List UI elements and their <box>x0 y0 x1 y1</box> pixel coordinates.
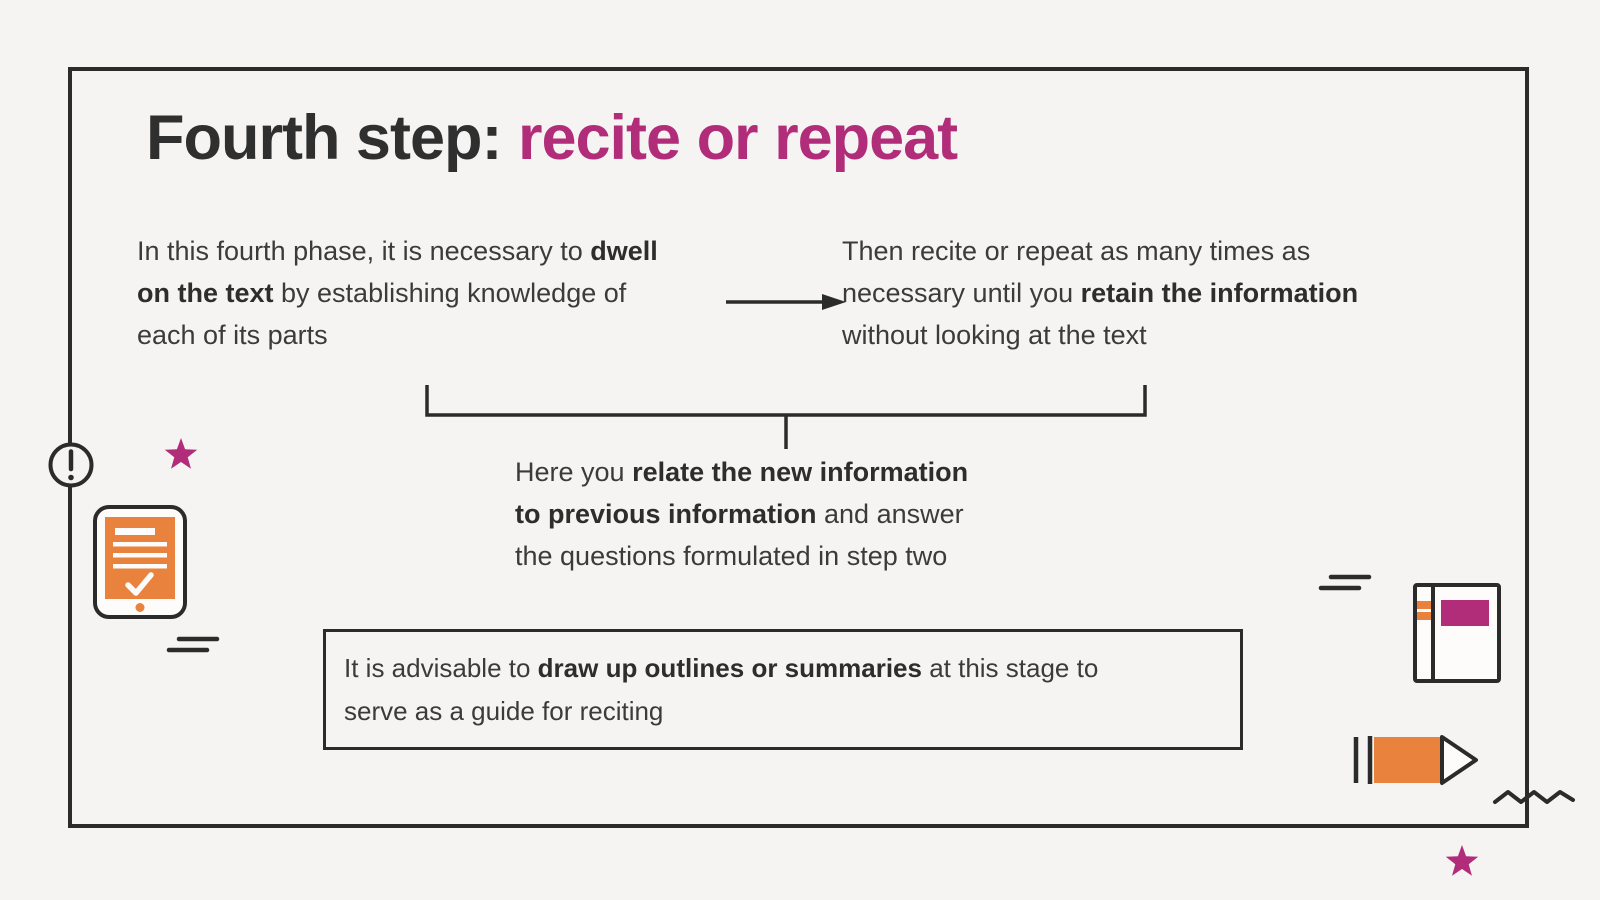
exclamation-circle-icon <box>48 442 94 488</box>
note-retain-information: Then recite or repeat as many times as n… <box>842 236 1359 350</box>
page-title: Fourth step: recite or repeat <box>146 102 958 174</box>
arrow-right-icon <box>726 294 846 310</box>
equals-lines-icon <box>166 636 220 653</box>
notebook-icon <box>1413 583 1501 683</box>
tablet-checklist-icon <box>93 505 187 619</box>
title-highlight: recite or repeat <box>517 103 958 173</box>
title-prefix: Fourth step: <box>146 103 518 173</box>
star-icon <box>1445 845 1479 876</box>
star-icon <box>164 438 198 469</box>
pencil-icon <box>1353 735 1478 785</box>
zigzag-line-icon <box>1493 790 1575 804</box>
advice-box: It is advisable to draw up outlines or s… <box>323 629 1243 750</box>
equals-lines-icon <box>1318 574 1372 591</box>
note-relate-information: Here you relate the new information to p… <box>515 457 969 571</box>
merge-bracket-icon <box>425 385 1147 449</box>
note-dwell-on-text: In this fourth phase, it is necessary to… <box>137 236 658 350</box>
